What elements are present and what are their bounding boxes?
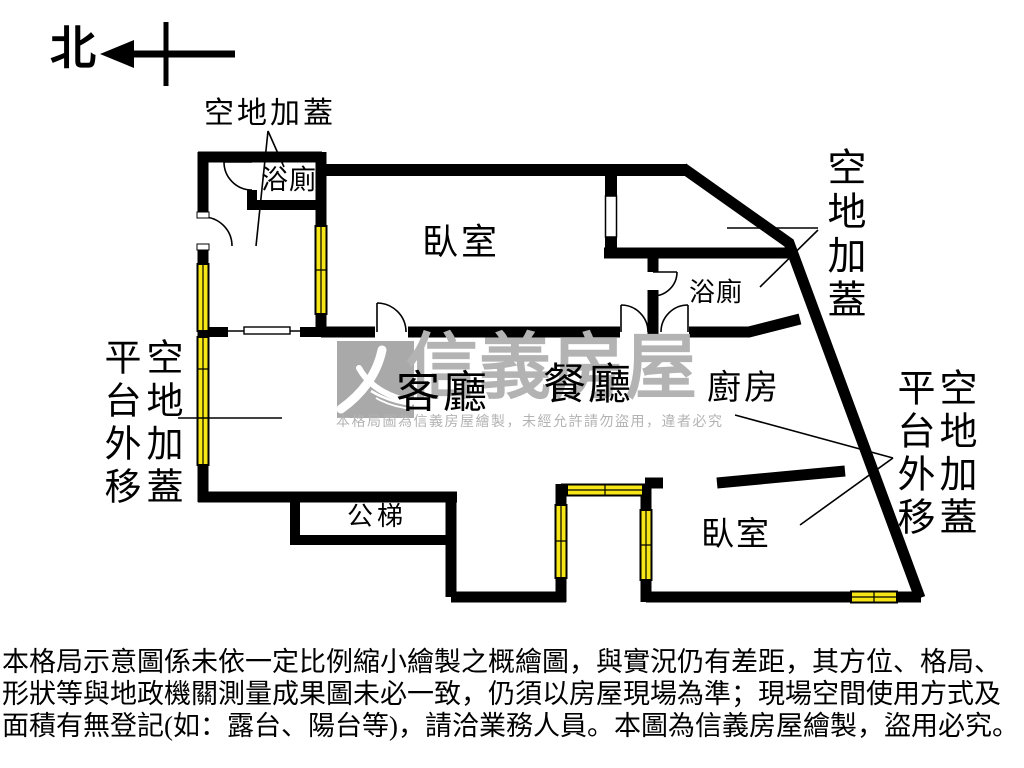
door-bath-mid-right xyxy=(660,304,689,333)
north-arrow-icon xyxy=(100,22,235,86)
window-south xyxy=(850,590,898,604)
label-addon-east: 空地加蓋 xyxy=(933,368,975,540)
windows xyxy=(196,225,898,604)
door-bath-top xyxy=(223,161,253,191)
disclaimer-text: 本格局示意圖係未依一定比例縮小繪製之概繪圖，與實況仍有差距，其方位、格局、 形狀… xyxy=(2,646,1024,742)
window-lightwell-top xyxy=(566,483,644,497)
window-bedroom-west xyxy=(314,225,328,315)
interior-walls xyxy=(203,170,846,545)
label-addon-top: 空地加蓋 xyxy=(204,97,336,130)
label-platform-west: 平台外移 xyxy=(98,338,139,510)
watermark-brand: 信義房屋 xyxy=(406,328,699,408)
door-jambs xyxy=(196,211,210,251)
label-bathroom-mid: 浴廁 xyxy=(689,278,744,307)
label-platform-east: 平台外移 xyxy=(891,368,933,540)
sinyi-logo-icon xyxy=(336,341,415,418)
door-bath-mid-stub xyxy=(652,271,678,297)
label-living-room: 客廳 xyxy=(396,368,490,417)
label-bedroom-southeast: 臥室 xyxy=(701,517,771,553)
label-kitchen: 廚房 xyxy=(707,370,781,407)
partition-opening xyxy=(228,326,300,335)
label-bathroom-top: 浴廁 xyxy=(261,165,317,195)
door-bath-mid-left xyxy=(620,304,649,333)
label-block-west: 平台外移 空地加蓋 xyxy=(98,338,181,510)
window-lightwell-left xyxy=(554,504,568,579)
label-block-east: 平台外移 空地加蓋 xyxy=(891,368,975,540)
north-label: 北 xyxy=(50,23,96,74)
label-dining-room: 餐廳 xyxy=(543,362,633,409)
label-addon-west: 空地加蓋 xyxy=(140,338,181,510)
watermark-notice: 本格局圖為信義房屋繪製，未經允許請勿盜用，違者必究 xyxy=(336,415,724,430)
disclaimer-line-3: 面積有無登記(如：露台、陽台等)，請洽業務人員。本圖為信義房屋繪製，盜用必究。 xyxy=(2,711,1019,741)
label-addon-northeast: 空地加蓋 xyxy=(822,147,865,323)
label-bedroom-main: 臥室 xyxy=(422,222,501,262)
window-lightwell-right xyxy=(639,509,653,581)
door-bedroom-main xyxy=(376,302,407,333)
disclaimer-line-2: 形狀等與地政機關測量成果圖未必一致，仍須以房屋現場為準；現場空間使用方式及 xyxy=(2,679,1001,709)
label-public-stairs: 公梯 xyxy=(347,502,408,531)
disclaimer-line-1: 本格局示意圖係未依一定比例縮小繪製之概繪圖，與實況仍有差距，其方位、格局、 xyxy=(2,647,1001,677)
door-west-entry xyxy=(202,216,233,247)
interior-window xyxy=(604,195,618,238)
window-west-lower xyxy=(196,336,210,466)
window-west-upper xyxy=(196,263,210,332)
leader-lines xyxy=(178,130,894,526)
